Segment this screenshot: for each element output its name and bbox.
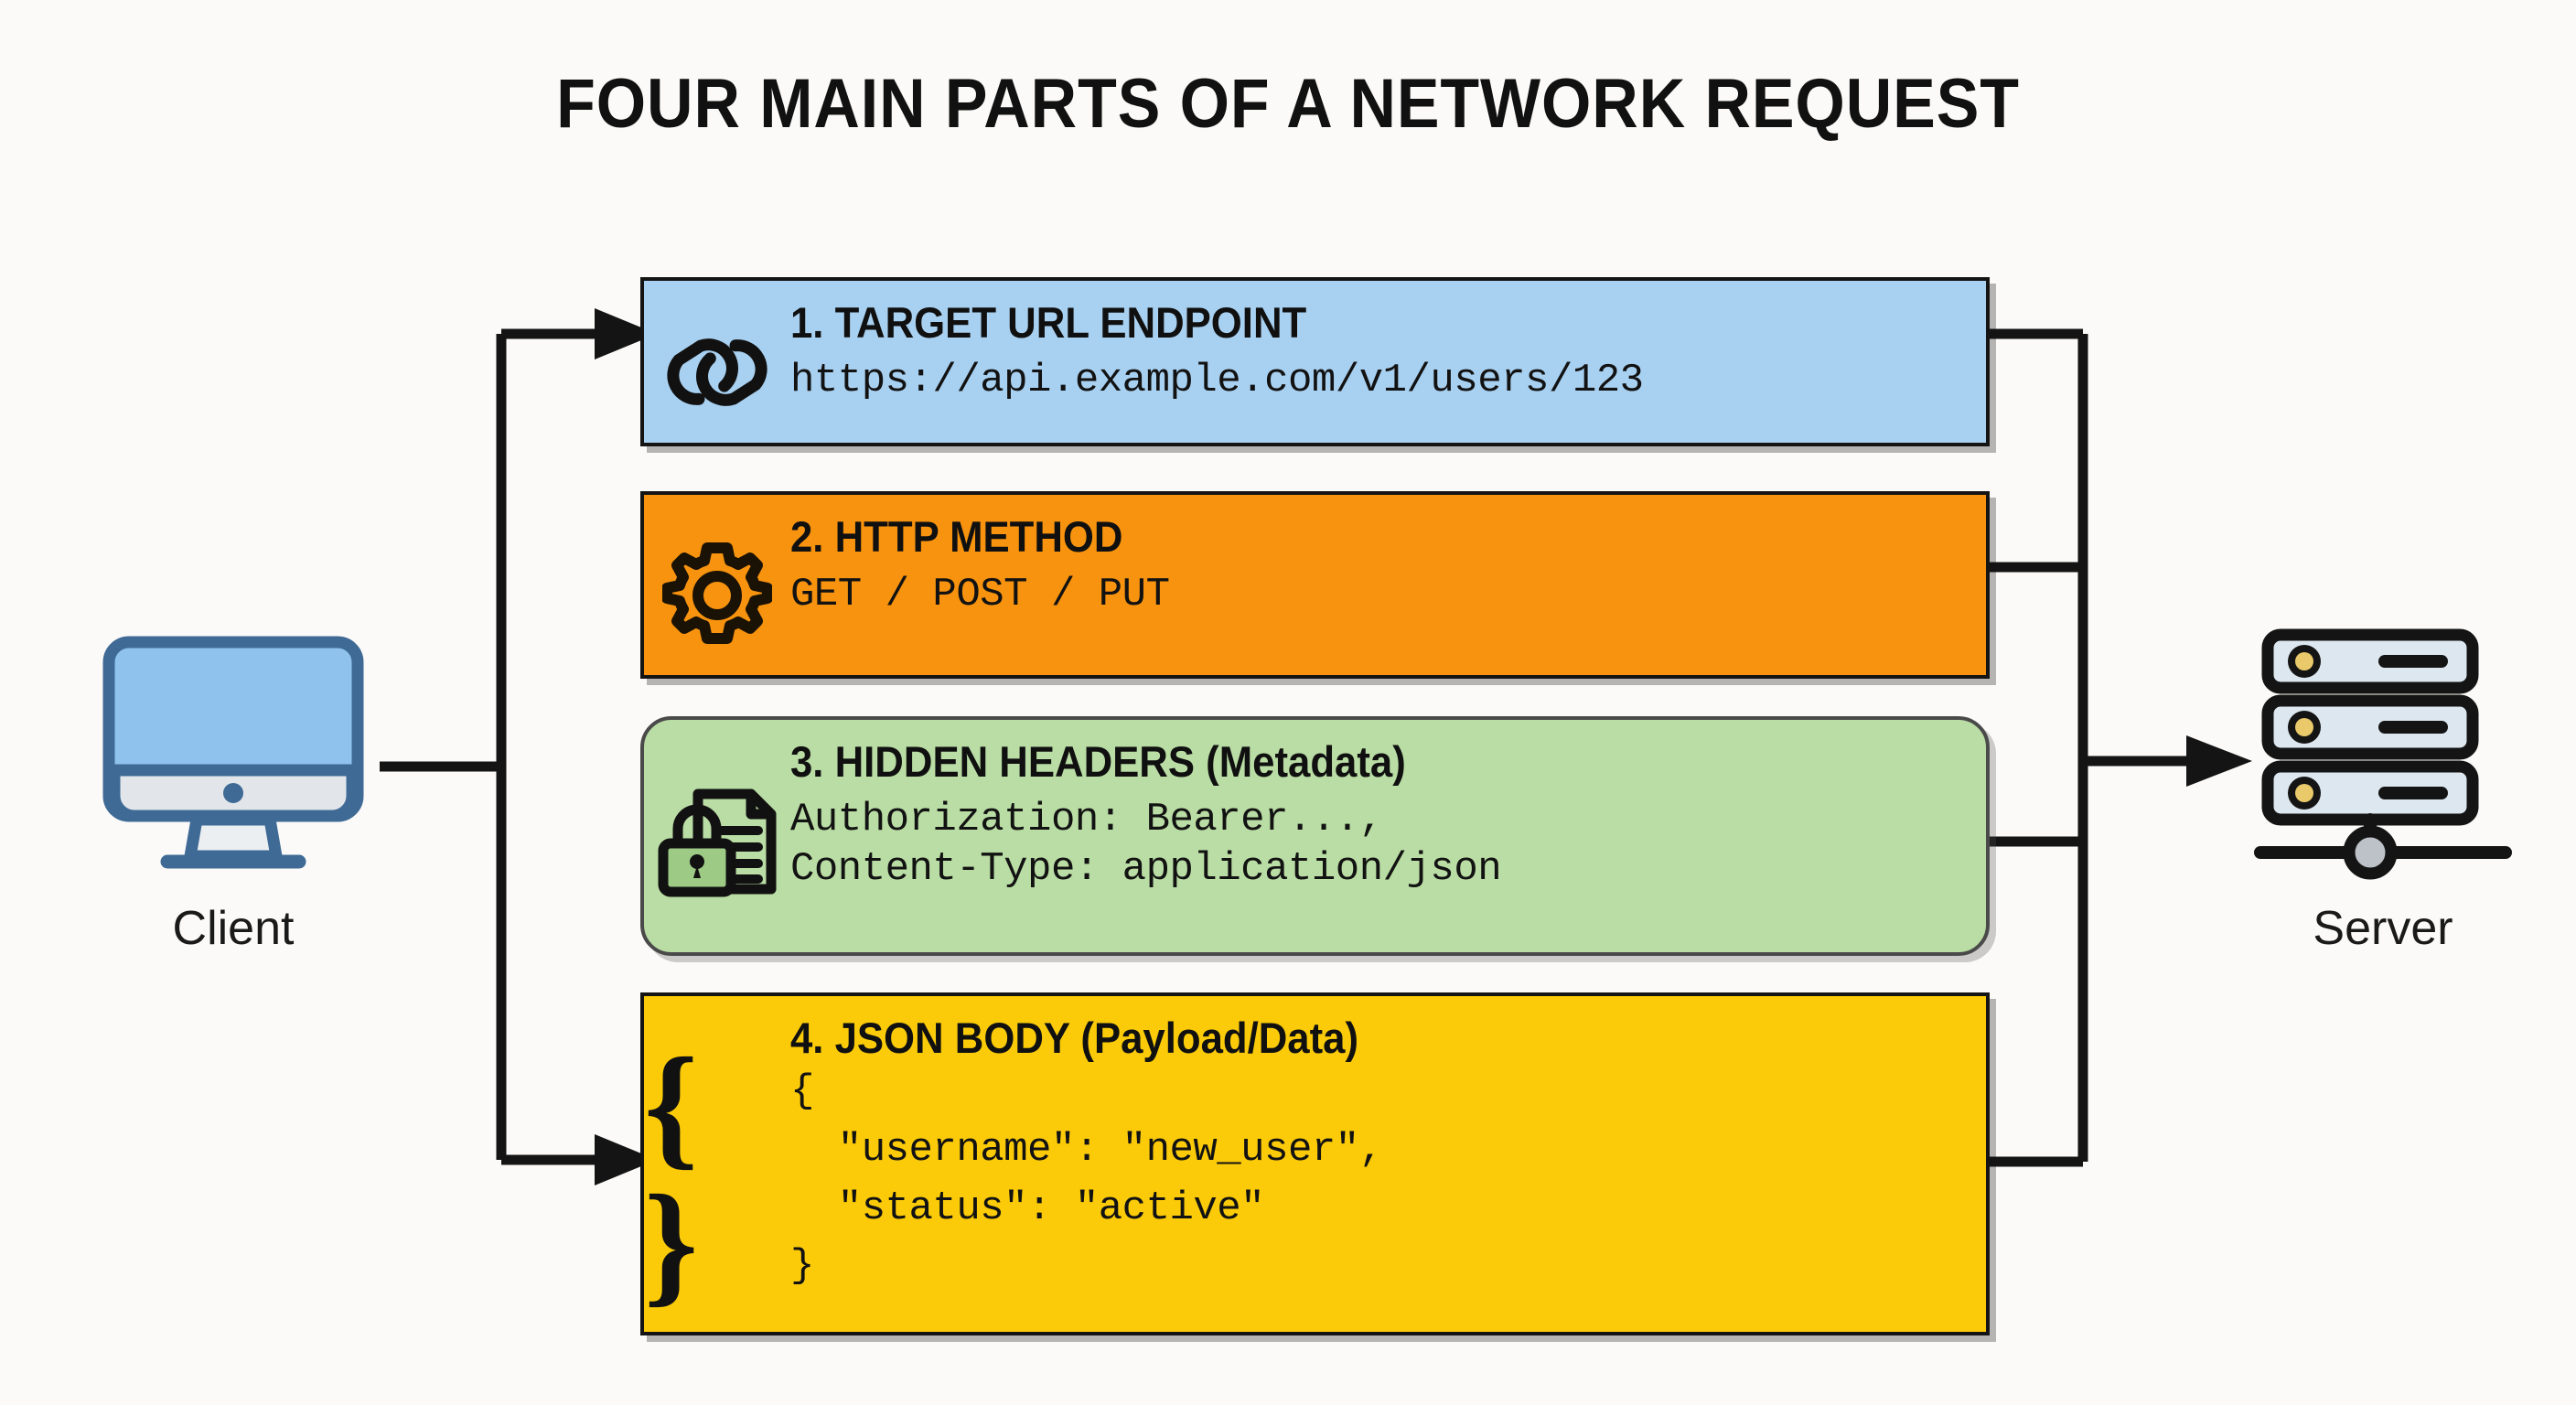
card-json-body[interactable]: { } 4. JSON BODY (Payload/Data) { "usern… xyxy=(640,992,1990,1335)
card-http-method[interactable]: 2. HTTP METHOD GET / POST / PUT xyxy=(640,491,1990,679)
server-rack-icon xyxy=(2254,628,2512,880)
card-target-url-endpoint[interactable]: 1. TARGET URL ENDPOINT https://api.examp… xyxy=(640,277,1990,446)
arrowhead-to-card4 xyxy=(595,1134,657,1185)
card-title: 2. HTTP METHOD xyxy=(790,512,1123,561)
gear-icon xyxy=(644,515,790,682)
server-label: Server xyxy=(2313,902,2453,955)
curly-braces-glyph: { } xyxy=(644,1029,704,1319)
card-title: 3. HIDDEN HEADERS (Metadata) xyxy=(790,737,1406,786)
locked-document-icon xyxy=(644,740,790,961)
card-hidden-headers[interactable]: 3. HIDDEN HEADERS (Metadata) Authorizati… xyxy=(640,716,1990,956)
client-node: Client xyxy=(82,631,384,956)
page-title: FOUR MAIN PARTS OF A NETWORK REQUEST xyxy=(556,65,2020,143)
arrowhead-to-card1 xyxy=(595,308,657,359)
chain-link-icon xyxy=(644,301,790,450)
card-body: Authorization: Bearer..., Content-Type: … xyxy=(790,797,1502,892)
client-label: Client xyxy=(172,902,295,955)
desktop-monitor-icon xyxy=(102,636,364,869)
card-body: { "username": "new_user", "status": "act… xyxy=(790,1068,1383,1290)
card-body: GET / POST / PUT xyxy=(790,572,1170,617)
card-title: 1. TARGET URL ENDPOINT xyxy=(790,298,1307,347)
arrowhead-to-server xyxy=(2186,735,2252,787)
card-body: https://api.example.com/v1/users/123 xyxy=(790,358,1644,403)
server-node: Server xyxy=(2232,622,2534,956)
card-title: 4. JSON BODY (Payload/Data) xyxy=(790,1014,1359,1062)
curly-braces-icon: { } xyxy=(644,1016,790,1332)
